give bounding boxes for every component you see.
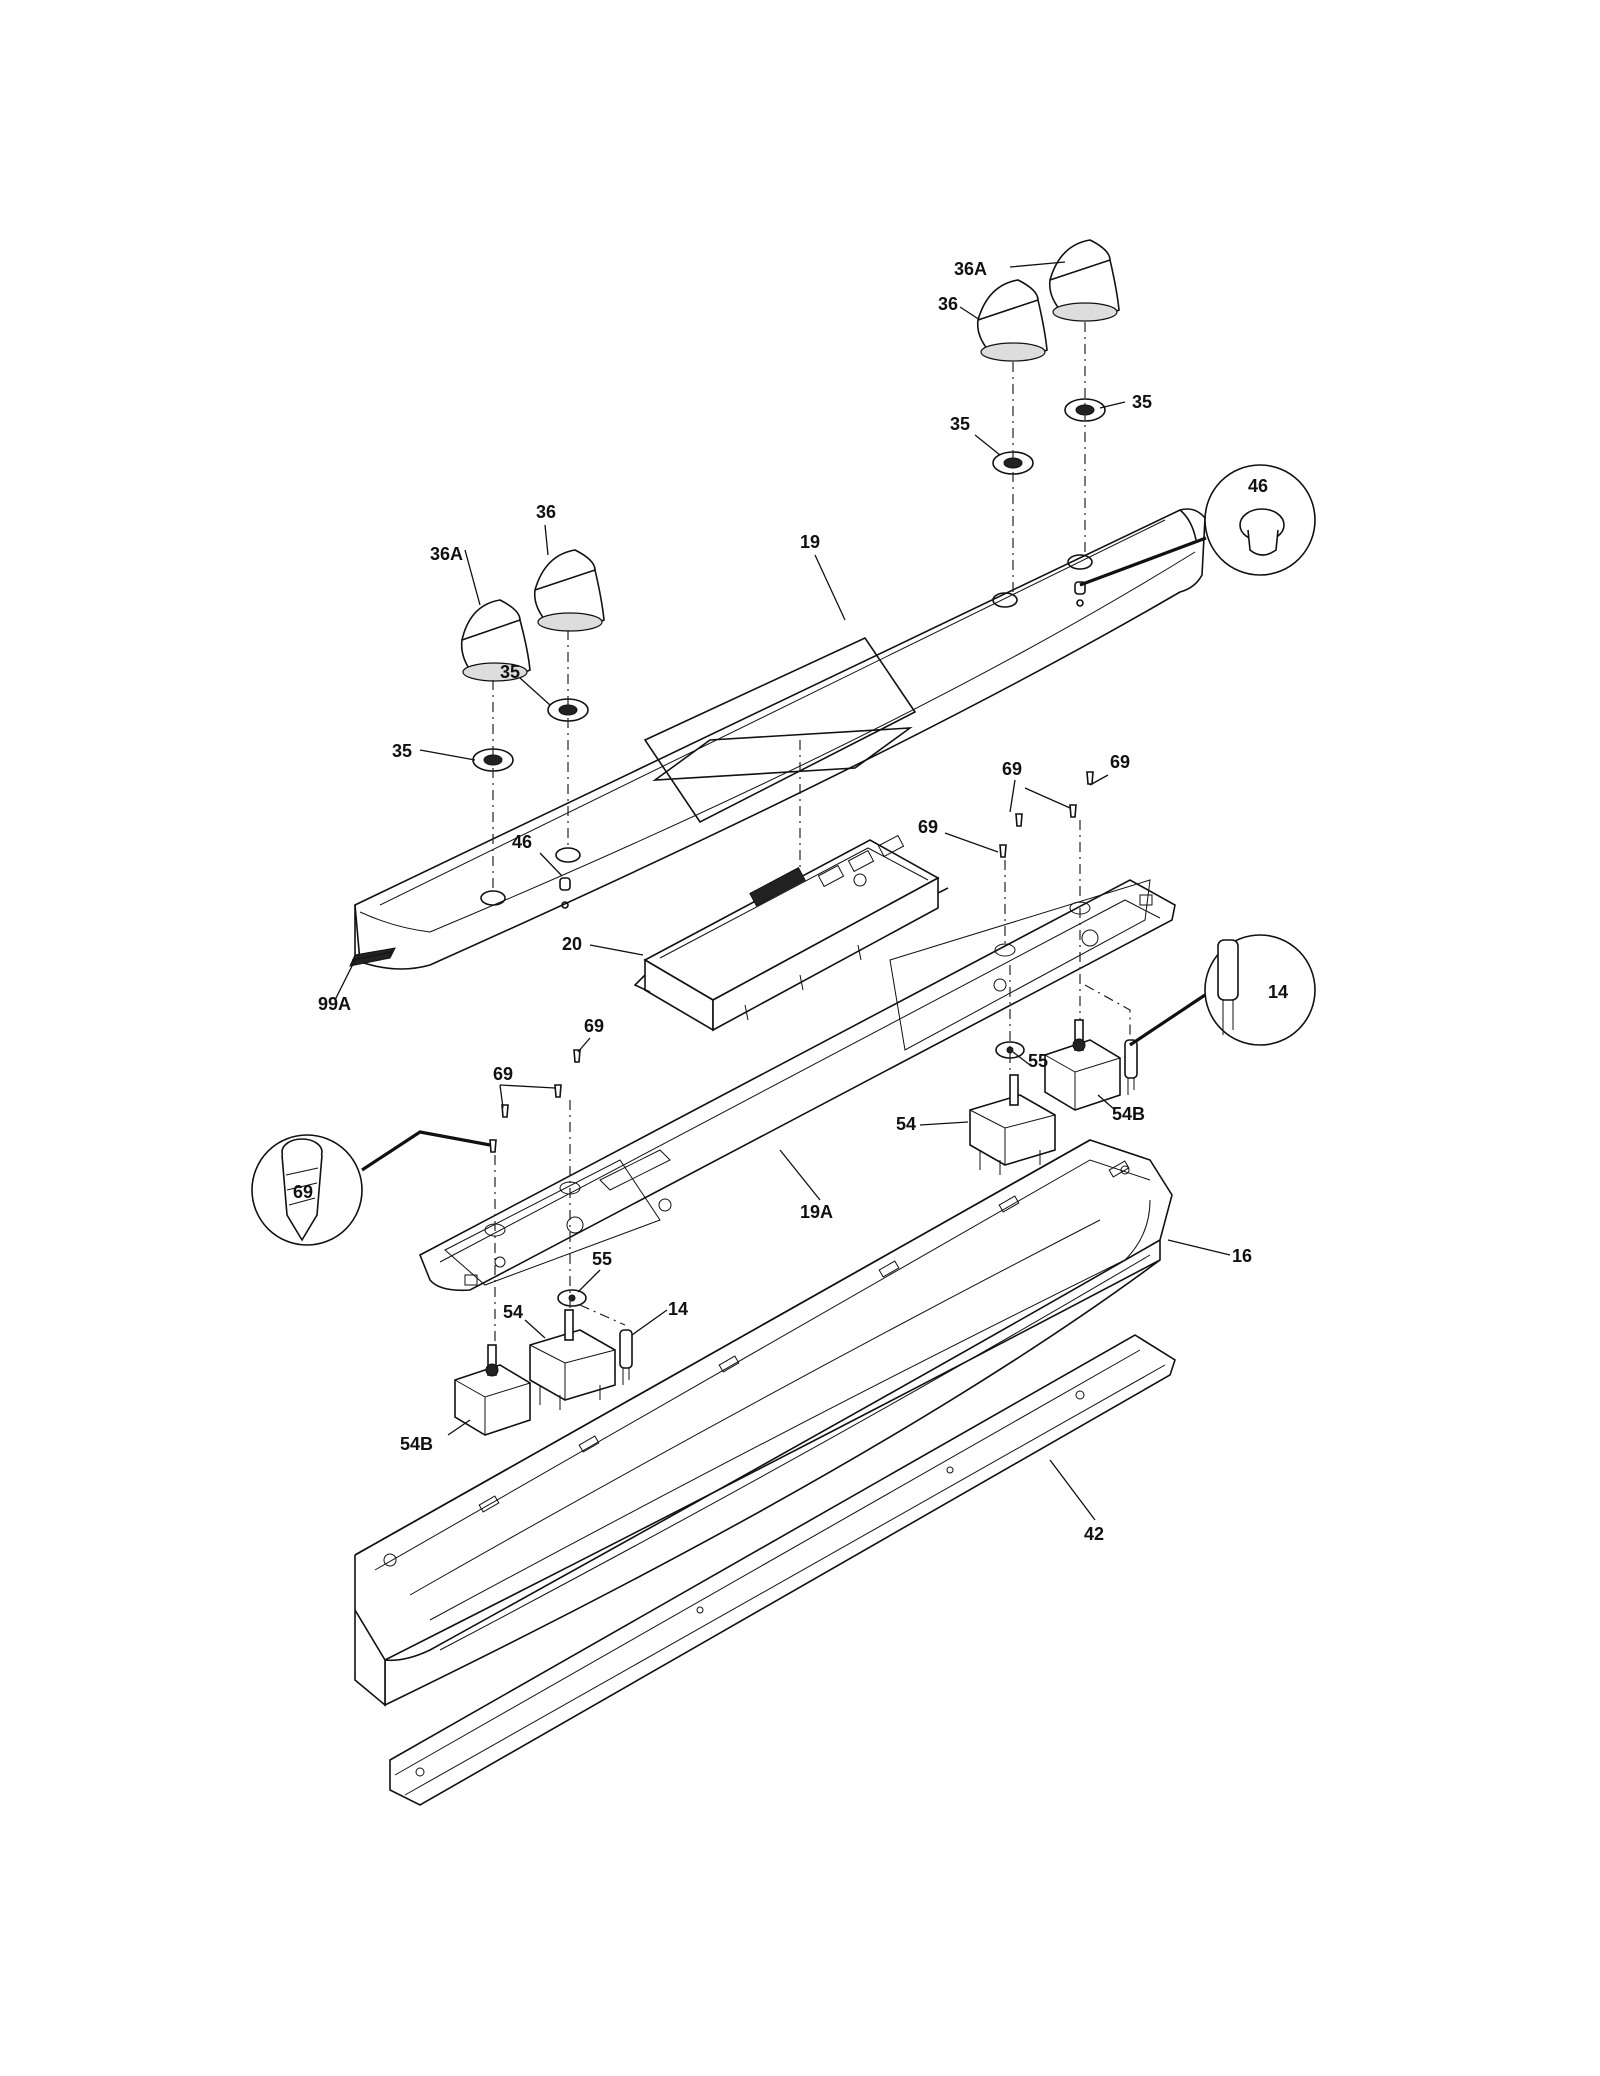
callout-20: 20: [562, 934, 582, 954]
detail-circle-69: [251, 1130, 491, 1246]
callout-14-left: 14: [668, 1299, 688, 1319]
detail-circle-46: [1079, 464, 1316, 587]
part-console-housing-16: [354, 1139, 1173, 1707]
callout-54-right: 54: [896, 1114, 916, 1134]
callout-35-right-lower: 35: [950, 414, 970, 434]
part-switch-54B-right: [1044, 1019, 1121, 1111]
callout-69-lower-a: 69: [493, 1064, 513, 1084]
callout-35-right-upper: 35: [1132, 392, 1152, 412]
callout-69-upper-c: 69: [918, 817, 938, 837]
part-switch-54-left: [529, 1309, 616, 1410]
callout-99A: 99A: [318, 994, 351, 1014]
callout-69-lower-b: 69: [584, 1016, 604, 1036]
part-mounting-plate-19A: [418, 879, 1176, 1292]
assembly-center-lines-lower: [494, 820, 1131, 1345]
part-ribbon-cable-99A: [349, 947, 396, 967]
part-knob-36A-right: [1048, 239, 1120, 322]
part-pilot-14-left: [619, 1329, 633, 1385]
callout-55-left: 55: [592, 1249, 612, 1269]
callout-36A-left: 36A: [430, 544, 463, 564]
part-screws-69: [489, 771, 1094, 1153]
part-knob-36-left: [533, 549, 605, 632]
part-switch-54-right: [969, 1074, 1056, 1175]
callout-19: 19: [800, 532, 820, 552]
callout-69-upper-b: 69: [1110, 752, 1130, 772]
callout-36-right: 36: [938, 294, 958, 314]
callout-69-upper-a: 69: [1002, 759, 1022, 779]
part-pilot-14-right: [1124, 1039, 1138, 1095]
callout-42: 42: [1084, 1524, 1104, 1544]
callout-69-detail: 69: [293, 1182, 313, 1202]
callout-54B-left: 54B: [400, 1434, 433, 1454]
callout-35-left-lower: 35: [392, 741, 412, 761]
detail-circle-14: [1129, 934, 1316, 1047]
callout-labels: 36A 36 35 35 46 19 36 36A 35 35 69 69 69…: [293, 259, 1288, 1544]
part-trim-strip-42: [389, 1334, 1176, 1806]
part-bezel-nuts-35: [472, 398, 1106, 772]
part-switch-54B-left: [454, 1344, 531, 1436]
part-cam-55-left: [557, 1289, 587, 1307]
assembly-center-lines-upper: [492, 322, 1086, 890]
part-knob-36A-left: [460, 599, 531, 682]
part-control-board-20: [633, 834, 949, 1032]
callout-14-detail: 14: [1268, 982, 1288, 1002]
leader-lines: [334, 261, 1231, 1521]
part-plug-46: [559, 581, 1086, 891]
callout-36-left: 36: [536, 502, 556, 522]
callout-54B-right: 54B: [1112, 1104, 1145, 1124]
callout-54-left: 54: [503, 1302, 523, 1322]
callout-46-detail: 46: [1248, 476, 1268, 496]
callout-55-right: 55: [1028, 1051, 1048, 1071]
callout-46: 46: [512, 832, 532, 852]
callout-35-left-upper: 35: [500, 662, 520, 682]
callout-36A-right: 36A: [954, 259, 987, 279]
callout-19A: 19A: [800, 1202, 833, 1222]
callout-16: 16: [1232, 1246, 1252, 1266]
part-knob-36-right: [976, 279, 1048, 362]
